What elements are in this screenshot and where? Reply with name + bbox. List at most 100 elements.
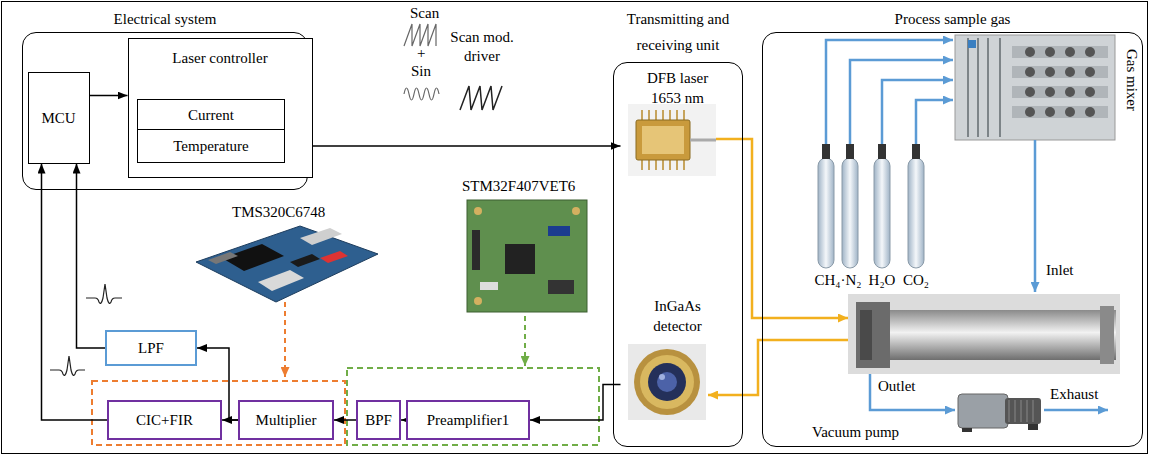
cic-fir-box: CIC+FIR bbox=[107, 400, 222, 440]
gas-mixer-image bbox=[1085, 107, 1095, 117]
mcu-board-image bbox=[505, 244, 535, 274]
gas-mixer-image bbox=[1065, 107, 1075, 117]
gas-mixer-image bbox=[1085, 47, 1095, 57]
mcu-board-image bbox=[548, 226, 570, 236]
driver-label: Scan mod. driver bbox=[446, 28, 518, 66]
mcu-box: MCU bbox=[28, 72, 90, 164]
signal-connector bbox=[42, 164, 108, 421]
exhaust-line bbox=[1044, 410, 1108, 411]
temperature-box: Temperature bbox=[137, 129, 285, 163]
multiplier-box: Multiplier bbox=[238, 400, 334, 440]
node-text: LPF bbox=[138, 339, 164, 357]
outlet-line bbox=[870, 374, 955, 410]
gas-mixer-image bbox=[1085, 87, 1095, 97]
gas-feed-lines bbox=[882, 80, 953, 144]
detector-image bbox=[640, 355, 694, 409]
dfb-laser-image bbox=[642, 110, 684, 170]
node-text: Preamplifier1 bbox=[427, 411, 509, 429]
gas-cylinders bbox=[818, 144, 924, 268]
dfb-laser-image bbox=[642, 126, 684, 154]
signal-icon bbox=[86, 284, 122, 303]
dfb-laser-image bbox=[628, 104, 716, 176]
scan-waveform bbox=[404, 24, 436, 46]
dfb-laser-image bbox=[690, 139, 716, 142]
panel-heading: Process sample gas bbox=[895, 10, 1011, 28]
mcu-board-image bbox=[474, 207, 482, 215]
dsp-link-arrow bbox=[285, 302, 286, 377]
gas-mixer-image bbox=[1012, 86, 1108, 98]
vacuum-pump-image bbox=[1028, 424, 1038, 430]
gas-mixer-image bbox=[1012, 46, 1108, 58]
detector-image bbox=[628, 344, 706, 420]
part-name: Vacuum pump bbox=[812, 424, 899, 441]
part-name: TMS320C6748 bbox=[232, 204, 325, 221]
gas-mixer-image bbox=[1025, 87, 1035, 97]
inlet-line bbox=[1034, 140, 1037, 292]
gas-mixer-image bbox=[1065, 87, 1075, 97]
mcu-board-image bbox=[572, 207, 580, 215]
detector-image bbox=[659, 374, 665, 380]
gas-mixer-image bbox=[1025, 47, 1035, 57]
gas-mixer-image bbox=[1012, 106, 1108, 118]
laser-controller-box: Laser controllerCurrentTemperature bbox=[128, 38, 313, 178]
mcu-board-image bbox=[548, 280, 574, 294]
signal-connector bbox=[285, 145, 621, 147]
signal-connector bbox=[90, 95, 128, 97]
part-name: Gas mixer bbox=[1123, 49, 1140, 111]
sine-waveform bbox=[404, 88, 439, 100]
node-text: Multiplier bbox=[256, 411, 317, 429]
scan-waveform bbox=[404, 24, 436, 46]
gas-feed-lines bbox=[826, 40, 953, 144]
mcu-board-image bbox=[467, 200, 587, 312]
bpf-box: BPF bbox=[356, 400, 401, 440]
gas-mixer-image bbox=[968, 38, 1000, 137]
sine-waveform bbox=[404, 88, 439, 100]
gas-cylinders bbox=[878, 144, 886, 159]
gas-mixer-image bbox=[1045, 67, 1055, 77]
gas-cylinders bbox=[874, 158, 890, 268]
dsp-board-image bbox=[196, 226, 378, 302]
exhaust-line bbox=[1044, 409, 1108, 412]
dfb-laser: DFB laser 1653 nm bbox=[621, 66, 735, 176]
vacuum-pump-image bbox=[1005, 398, 1041, 424]
gas-cell-image bbox=[860, 310, 872, 360]
part-name: STM32F407VET6 bbox=[462, 178, 575, 195]
dsp-board-image bbox=[258, 270, 304, 291]
gas-mixer-image bbox=[1065, 47, 1075, 57]
gas-cylinders bbox=[912, 144, 920, 159]
signal-name: Scan bbox=[410, 5, 439, 22]
vacuum-pump-image bbox=[958, 394, 1008, 428]
driver-sawtooth bbox=[460, 86, 502, 110]
gas-name: CO₂ bbox=[903, 272, 929, 289]
vacuum-pump-image bbox=[958, 394, 1041, 432]
signal-icon bbox=[86, 284, 122, 303]
dsp-board-image bbox=[300, 228, 342, 245]
gas-cylinders bbox=[822, 144, 830, 159]
lpf-box: LPF bbox=[105, 330, 197, 366]
gas-mixer-image bbox=[955, 35, 1115, 140]
gas-cell-image bbox=[890, 310, 1116, 360]
gas-feed-lines bbox=[916, 100, 953, 144]
preamplifier-box: Preamplifier1 bbox=[406, 400, 530, 440]
node-text: Laser controller bbox=[129, 49, 312, 67]
vacuum-pump-image bbox=[1009, 400, 1033, 422]
optical-path bbox=[708, 340, 850, 395]
signal-icon bbox=[50, 356, 85, 375]
node-text: Temperature bbox=[173, 137, 249, 155]
detector-image bbox=[657, 372, 677, 392]
gas-cell-image bbox=[848, 294, 1120, 374]
gas-mixer-image bbox=[1025, 107, 1035, 117]
mcu-link-arrow bbox=[524, 316, 526, 366]
dfb-laser-image bbox=[628, 104, 716, 176]
port-name: Exhaust bbox=[1050, 386, 1098, 403]
mcu-board-image bbox=[472, 230, 480, 270]
mcu-group-outline bbox=[347, 368, 599, 445]
node-text: BPF bbox=[365, 411, 392, 429]
process-gas-panel: Process sample gas bbox=[762, 32, 1143, 447]
node-text: DFB laser 1653 nm bbox=[636, 68, 720, 108]
detector-image bbox=[634, 349, 700, 415]
gas-mixer-image bbox=[968, 40, 976, 48]
mcu-board-image bbox=[467, 200, 587, 312]
